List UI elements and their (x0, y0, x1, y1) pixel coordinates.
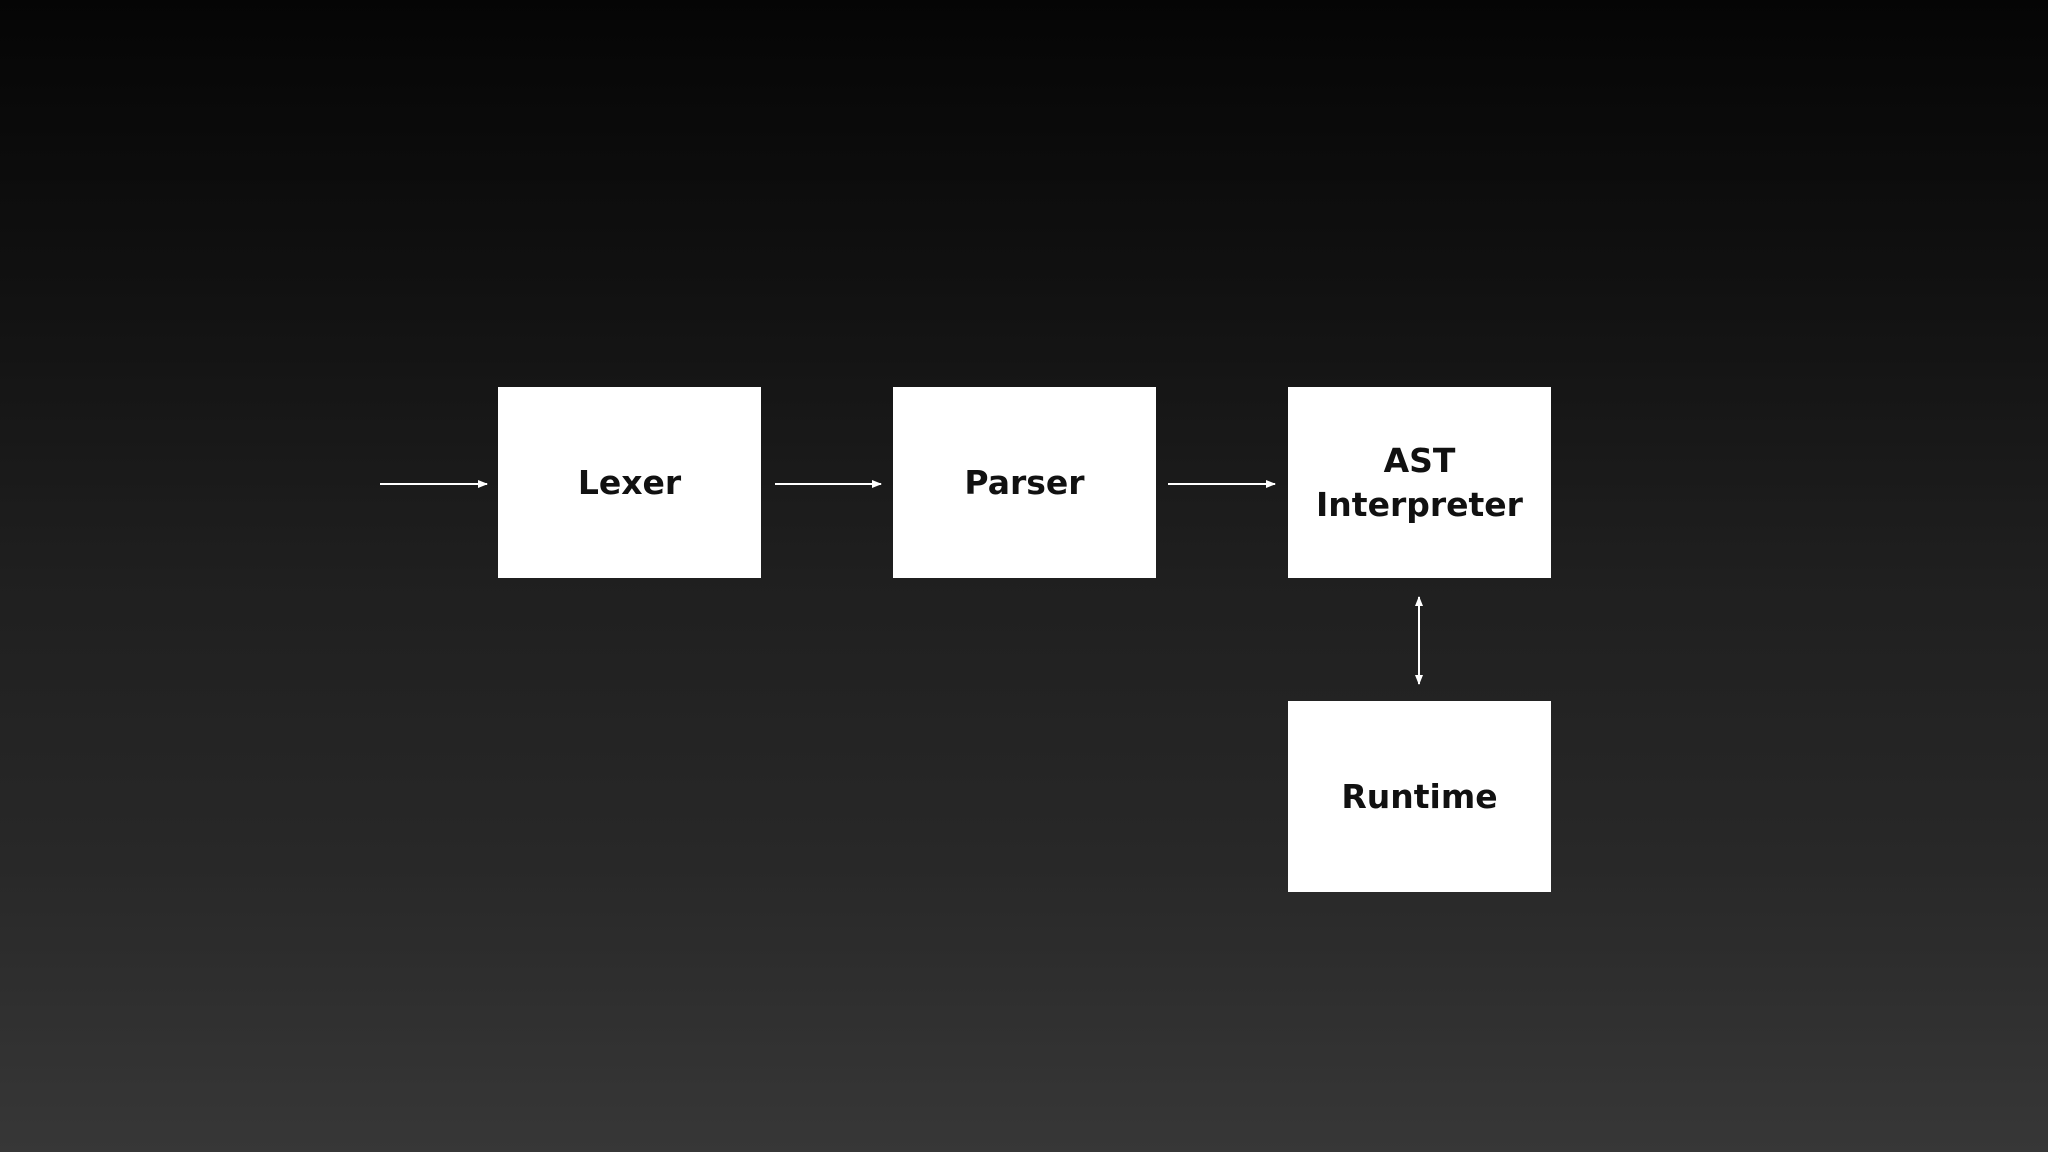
runtime-label: Runtime (1341, 776, 1498, 816)
ast-interpreter-label: AST Interpreter (1316, 440, 1523, 524)
lexer-box: Lexer (498, 387, 761, 578)
runtime-box: Runtime (1288, 701, 1551, 892)
lexer-label: Lexer (577, 462, 682, 502)
ast-interpreter-box: AST Interpreter (1288, 387, 1551, 578)
parser-box: Parser (893, 387, 1156, 578)
parser-label: Parser (964, 462, 1085, 502)
